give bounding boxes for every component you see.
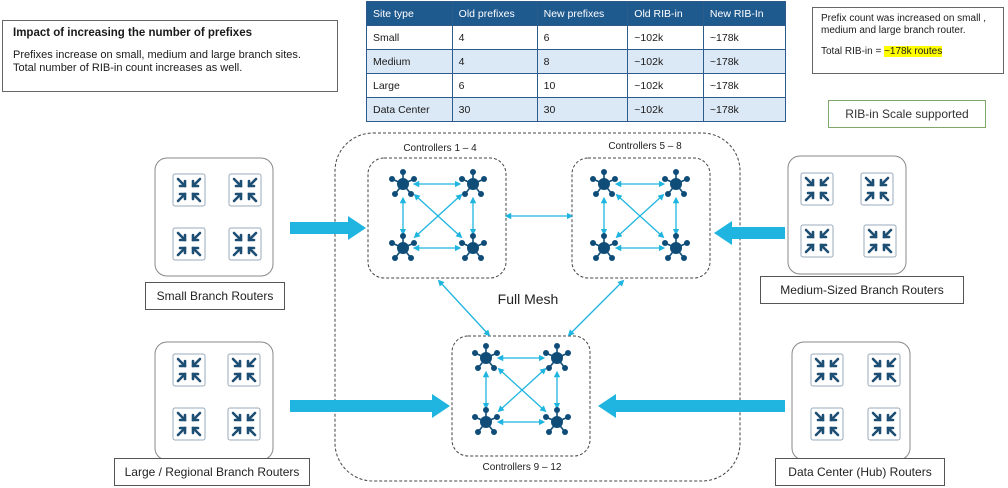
table-cell: ~178k	[702, 25, 787, 50]
total-value: ~178k routes	[884, 46, 943, 57]
branch-arrows	[290, 216, 785, 418]
table-row: Data Center 30 30 ~102k ~178k	[366, 97, 787, 122]
table-cell: 8	[536, 49, 629, 74]
small-branch-box	[154, 157, 274, 277]
total-label: Total RIB-in =	[821, 46, 885, 57]
large-to-controllers-arrow	[290, 394, 450, 418]
full-mesh-label: Full Mesh	[498, 291, 559, 307]
controllers-1-4-label: Controllers 1 – 4	[403, 143, 477, 154]
prefix-table: Site type Old prefixes New prefixes Old …	[366, 1, 787, 122]
table-cell: ~178k	[702, 97, 787, 122]
table-row: Small 4 6 ~102k ~178k	[366, 25, 787, 50]
table-row: Medium 4 8 ~102k ~178k	[366, 49, 787, 74]
table-cell: ~102k	[627, 25, 704, 50]
controller-group-1	[367, 157, 507, 279]
table-cell: 30	[451, 97, 538, 122]
small-branch-label: Small Branch Routers	[145, 282, 285, 310]
rib-scale-badge: RIB-in Scale supported	[828, 100, 986, 128]
large-branch-label: Large / Regional Branch Routers	[114, 458, 310, 486]
medium-to-controllers-arrow	[714, 221, 785, 245]
table-header: Site type	[366, 1, 453, 26]
table-cell: Data Center	[366, 97, 453, 122]
table-header: New prefixes	[536, 1, 629, 26]
dc-branch-label: Data Center (Hub) Routers	[775, 458, 945, 486]
controller-group-3	[451, 335, 591, 457]
prefix-note-total: Total RIB-in = ~178k routes	[821, 46, 995, 58]
table-cell: Medium	[366, 49, 453, 74]
table-cell: ~102k	[627, 97, 704, 122]
table-header-row: Site type Old prefixes New prefixes Old …	[366, 1, 787, 26]
table-header: Old prefixes	[451, 1, 538, 26]
impact-note: Impact of increasing the number of prefi…	[2, 20, 338, 92]
prefix-count-note: Prefix count was increased on small , me…	[812, 7, 1004, 74]
controllers-9-12-label: Controllers 9 – 12	[483, 462, 562, 473]
table-cell: ~102k	[627, 49, 704, 74]
table-cell: 6	[536, 25, 629, 50]
dc-to-controllers-arrow	[598, 394, 785, 418]
impact-line1: Prefixes increase on small, medium and l…	[13, 49, 301, 61]
controller-group-2	[571, 157, 711, 279]
impact-line2: Total number of RIB-in count increases a…	[13, 62, 243, 74]
prefix-note-line: Prefix count was increased on small , me…	[821, 13, 987, 36]
table-cell: 4	[451, 49, 538, 74]
controllers-5-8-label: Controllers 5 – 8	[608, 141, 682, 152]
table-cell: Large	[366, 73, 453, 98]
impact-title: Impact of increasing the number of prefi…	[13, 27, 252, 39]
medium-branch-label: Medium-Sized Branch Routers	[760, 276, 964, 304]
table-cell: ~178k	[702, 73, 787, 98]
table-header: New RIB-In	[702, 1, 787, 26]
small-to-controllers-arrow	[290, 216, 366, 240]
intra-mesh-links	[399, 180, 680, 426]
medium-branch-box	[787, 155, 907, 275]
table-cell: 30	[536, 97, 629, 122]
table-cell: ~178k	[702, 49, 787, 74]
table-header: Old RIB-in	[627, 1, 704, 26]
